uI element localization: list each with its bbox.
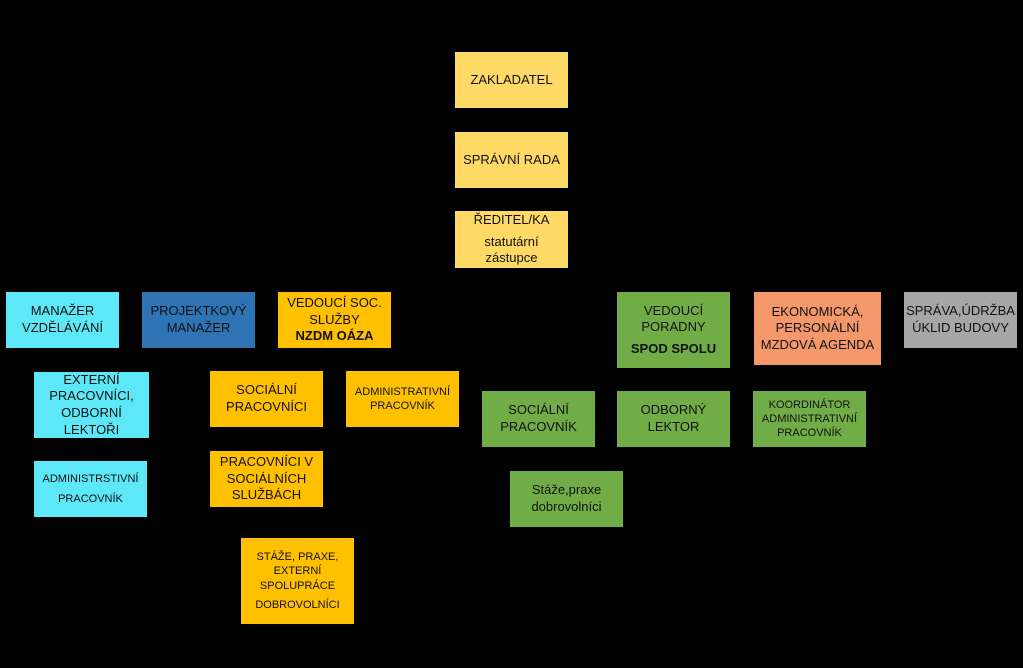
pracovnici-v-soc-line1: PRACOVNÍCI V (219, 454, 314, 470)
projektovy-manazer-line1: PROJEKTKOVÝ (150, 303, 247, 319)
ekonomicka-line2: PERSONÁLNÍ (775, 320, 860, 336)
vedouci-poradny-line2: PORADNY (641, 319, 706, 335)
zakladatel-label: ZAKLADATEL (470, 71, 553, 87)
reditel-title: ŘEDITEL/KA (473, 212, 550, 228)
spravni-rada-box: SPRÁVNÍ RADA (455, 132, 568, 188)
odborny-lektor-box: ODBORNÝ LEKTOR (617, 391, 730, 447)
spravni-rada-label: SPRÁVNÍ RADA (463, 151, 560, 167)
staze-praxe-externi-line3: SPOLUPRÁCE (259, 579, 336, 592)
vedouci-poradny-line1: VEDOUCÍ (643, 302, 704, 318)
staze-praxe-externi-line2: EXTERNÍ (273, 565, 322, 578)
koordinator-line3: PRACOVNÍK (777, 427, 842, 440)
administrstivni-pracovnik-box: ADMINISTRSTIVNÍ PRACOVNÍK (34, 461, 147, 517)
staze-dobrovolnici-line2: dobrovolníci (531, 499, 602, 514)
ekonomicka-agenda-box: EKONOMICKÁ, PERSONÁLNÍ MZDOVÁ AGENDA (754, 292, 881, 365)
reditel-role-line2: zástupce (485, 250, 538, 266)
odborny-lektor-label: ODBORNÝ LEKTOR (640, 402, 707, 434)
ekonomicka-line3: MZDOVÁ AGENDA (760, 336, 875, 352)
staze-dobrovolnici-line1: Stáže,praxe (531, 482, 602, 498)
reditel-role-line1: statutární (484, 233, 539, 249)
externi-pracovnici-line2: PRACOVNÍCI, (49, 388, 134, 404)
manazer-vzdelavani-box: MANAŽER VZDĚLÁVÁNÍ (6, 292, 119, 348)
staze-praxe-externi-line1: STÁŽE, PRAXE, (256, 550, 339, 563)
administrativni-oaza-line1: ADMINISTRATIVNÍ (354, 385, 451, 398)
socialni-pracovnik-line1: SOCIÁLNÍ (508, 402, 569, 418)
socialni-pracovnici-box: SOCIÁLNÍ PRACOVNÍCI (210, 371, 323, 427)
socialni-pracovnici-line2: PRACOVNÍCI (226, 399, 307, 414)
ekonomicka-line1: EKONOMICKÁ, (771, 303, 864, 319)
staze-praxe-externi-line4: DOBROVOLNÍCI (255, 598, 340, 611)
externi-pracovnici-line1: EXTERNÍ (63, 371, 120, 387)
pracovnici-v-soc-line3: SLUŽBÁCH (231, 487, 302, 503)
vedouci-poradny-box: VEDOUCÍ PORADNY SPOD SPOLU (617, 292, 730, 368)
koordinator-line1: KOORDINÁTOR (768, 398, 851, 411)
vedouci-soc-sluzby-line1: VEDOUCÍ SOC. (287, 295, 382, 311)
socialni-pracovnici-line1: SOCIÁLNÍ (236, 382, 297, 398)
projektovy-manazer-box: PROJEKTKOVÝ MANAŽER (142, 292, 255, 348)
administrativni-oaza-line2: PRACOVNÍK (370, 400, 435, 412)
socialni-pracovnik-box: SOCIÁLNÍ PRACOVNÍK (482, 391, 595, 447)
manazer-vzdelavani-line2: VZDĚLÁVÁNÍ (22, 320, 103, 335)
manazer-vzdelavani-line1: MANAŽER (30, 303, 95, 319)
pracovnici-v-soc-line2: SOCIÁLNÍCH (226, 470, 307, 486)
reditel-box: ŘEDITEL/KA statutární zástupce (455, 211, 568, 268)
sprava-line1: SPRÁVA,ÚDRŽBA (906, 303, 1015, 319)
administrativni-pracovnik-oaza-box: ADMINISTRATIVNÍ PRACOVNÍK (346, 371, 459, 427)
sprava-line2: ÚKLID BUDOVY (912, 320, 1009, 335)
externi-pracovnici-line3: ODBORNÍ LEKTOŘI (61, 405, 122, 437)
staze-dobrovolnici-box: Stáže,praxe dobrovolníci (510, 471, 623, 527)
nzdm-oaza-label: NZDM OÁZA (295, 328, 374, 344)
externi-pracovnici-box: EXTERNÍ PRACOVNÍCI, ODBORNÍ LEKTOŘI (34, 372, 149, 438)
spod-spolu-label: SPOD SPOLU (630, 340, 717, 356)
vedouci-soc-sluzby-box: VEDOUCÍ SOC. SLUŽBY NZDM OÁZA (278, 292, 391, 348)
pracovnici-v-soc-sluzbach-box: PRACOVNÍCI V SOCIÁLNÍCH SLUŽBÁCH (210, 451, 323, 507)
sprava-budovy-box: SPRÁVA,ÚDRŽBA ÚKLID BUDOVY (904, 292, 1017, 348)
administrstivni-line1: ADMINISTRSTIVNÍ (42, 473, 139, 486)
projektovy-manazer-line2: MANAŽER (166, 320, 231, 335)
socialni-pracovnik-line2: PRACOVNÍK (500, 419, 577, 434)
zakladatel-box: ZAKLADATEL (455, 52, 568, 108)
staze-praxe-externi-box: STÁŽE, PRAXE, EXTERNÍ SPOLUPRÁCE DOBROVO… (241, 538, 354, 624)
koordinator-box: KOORDINÁTOR ADMINISTRATIVNÍ PRACOVNÍK (753, 391, 866, 447)
koordinator-line2: ADMINISTRATIVNÍ (761, 412, 858, 425)
administrstivni-line2: PRACOVNÍK (58, 492, 123, 505)
vedouci-soc-sluzby-line2: SLUŽBY (309, 311, 360, 327)
